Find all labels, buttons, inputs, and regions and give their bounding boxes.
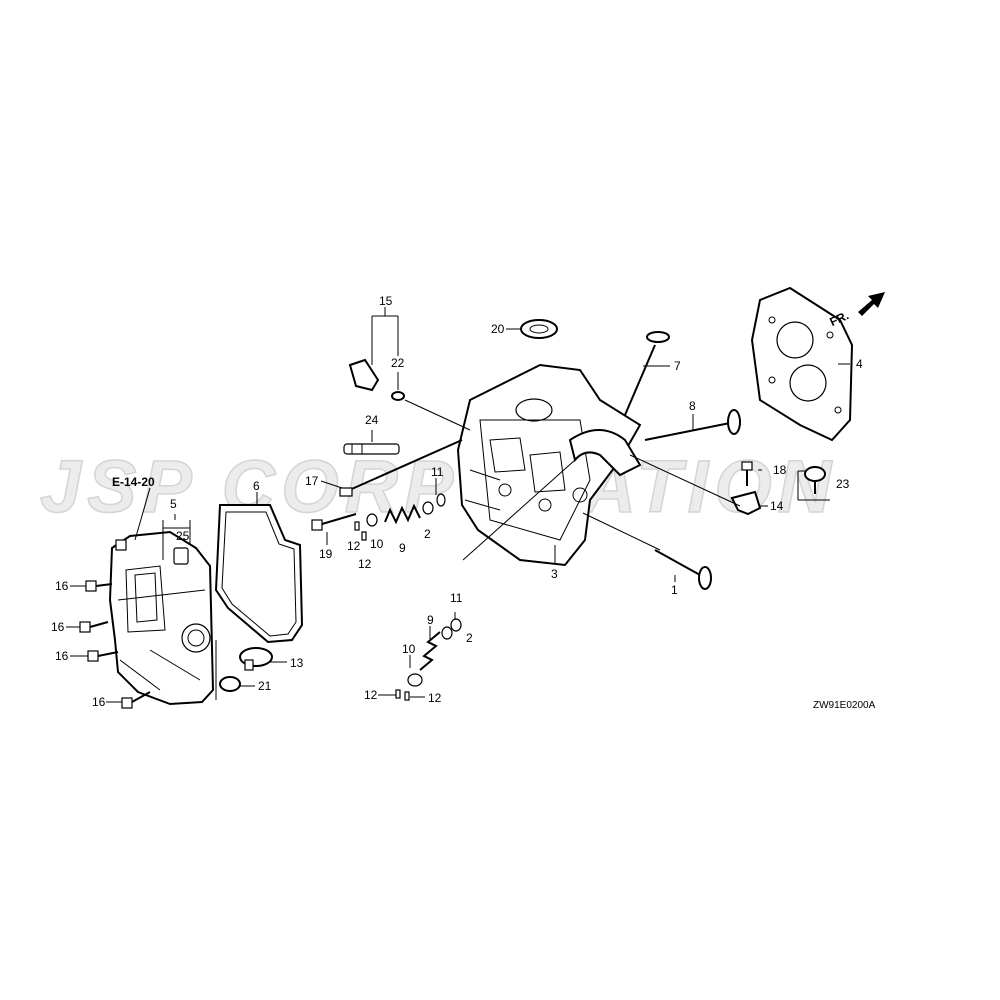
flange-bolt	[741, 461, 753, 486]
exhaust-valve	[624, 331, 670, 416]
spring-retainer	[366, 513, 378, 527]
watermark-text: JSP CORPORATION	[40, 445, 837, 528]
head-cover	[108, 530, 215, 706]
callout-9: 9	[399, 541, 406, 555]
callout-7: 7	[674, 359, 681, 373]
callout-21: 21	[258, 679, 272, 693]
callout-11: 11	[450, 591, 463, 605]
callout-16: 16	[92, 695, 106, 709]
callout-14: 14	[770, 499, 784, 513]
valve-stem-seal-lower	[441, 626, 453, 640]
cotter-lower	[395, 689, 410, 701]
reference-section-label: E-14-20	[112, 475, 155, 489]
cover-bolt	[87, 650, 119, 662]
callout-16: 16	[55, 649, 69, 663]
intake-valve	[644, 409, 741, 441]
callout-2: 2	[466, 631, 473, 645]
callout-19: 19	[319, 547, 333, 561]
callout-11: 11	[431, 465, 444, 479]
callout-13: 13	[290, 656, 304, 670]
callout-23: 23	[836, 477, 850, 491]
callout-10: 10	[370, 537, 384, 551]
callout-17: 17	[305, 474, 319, 488]
o-ring	[219, 676, 241, 692]
callout-22: 22	[391, 356, 405, 370]
callout-12: 12	[428, 691, 442, 705]
spring-retainer-lower	[407, 673, 423, 687]
callout-12: 12	[347, 539, 361, 553]
temperature-sensor	[348, 358, 380, 392]
oil-filler-cap	[239, 647, 273, 671]
valve-seal	[520, 319, 558, 339]
head-gasket	[750, 286, 854, 442]
cotter	[354, 521, 367, 541]
callout-9: 9	[427, 613, 434, 627]
head-cover-gasket	[214, 504, 304, 644]
callout-4: 4	[856, 357, 863, 371]
callout-16: 16	[51, 620, 65, 634]
cover-bolt	[79, 621, 109, 633]
head-bolt	[311, 513, 357, 531]
diagram-code: ZW91E0200A	[813, 700, 876, 711]
valve-spring-lower	[419, 631, 441, 671]
cover-bolt	[121, 691, 151, 709]
callout-16: 16	[55, 579, 69, 593]
valve-seal-ring	[436, 493, 446, 507]
valve-lower	[654, 549, 712, 590]
callout-10: 10	[402, 642, 416, 656]
cover-bolt	[85, 580, 113, 592]
valve-seal-ring-lower	[450, 618, 462, 632]
stud-bolt	[339, 439, 463, 497]
callout-25: 25	[176, 529, 190, 543]
valve-stem-seal	[422, 501, 434, 515]
sealing-washer	[391, 391, 405, 401]
leader-lines	[66, 307, 850, 703]
breather-tube	[173, 547, 189, 565]
callout-2: 2	[424, 527, 431, 541]
callout-6: 6	[253, 479, 260, 493]
valve-spring	[384, 503, 421, 525]
callout-15: 15	[379, 294, 393, 308]
callout-24: 24	[365, 413, 379, 427]
callout-3: 3	[551, 567, 558, 581]
callout-5: 5	[170, 497, 177, 511]
front-label: FR.	[827, 308, 850, 329]
callout-1: 1	[671, 583, 678, 597]
trim-clip	[804, 466, 826, 494]
callout-8: 8	[689, 399, 696, 413]
front-direction-arrow: FR.	[827, 292, 885, 329]
callout-18: 18	[773, 463, 787, 477]
callout-12: 12	[364, 688, 378, 702]
spark-plug	[343, 443, 400, 455]
cylinder-head	[456, 363, 642, 567]
callout-12: 12	[358, 557, 372, 571]
callout-20: 20	[491, 322, 505, 336]
bracket-clip	[730, 490, 762, 516]
